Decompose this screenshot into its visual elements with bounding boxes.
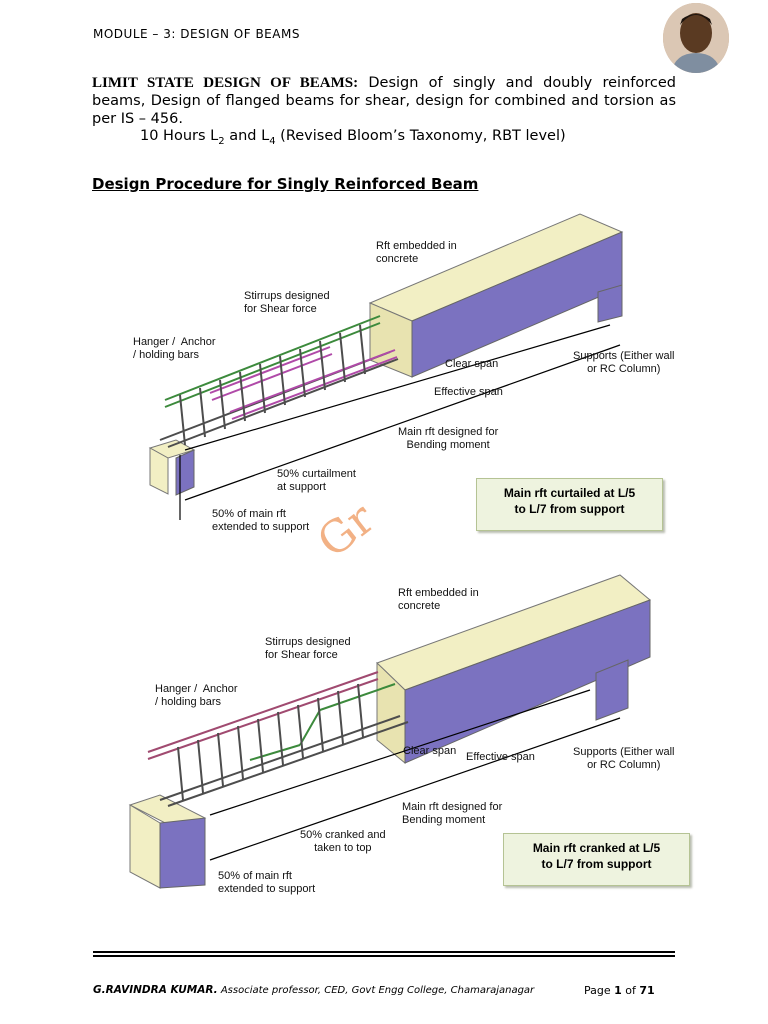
footer-rule-top (93, 951, 675, 953)
hours-mid: and L (224, 128, 270, 144)
section-heading: Design Procedure for Singly Reinforced B… (92, 175, 479, 193)
fig1-label-clear-span: Clear span (445, 358, 499, 370)
hours-prefix: 10 Hours L (140, 128, 219, 144)
intro-paragraph: LIMIT STATE DESIGN OF BEAMS: Design of s… (92, 74, 676, 128)
fig1-label-embedded: Rft embedded in concrete (376, 240, 457, 265)
intro-text: Design of singly and doubly reinforced b… (92, 75, 676, 127)
fig2-label-supports: Supports (Either wall or RC Column) (573, 746, 675, 771)
fig2-note-box: Main rft cranked at L/5 to L/7 from supp… (503, 833, 690, 886)
fig2-label-effective-span: Effective span (466, 751, 535, 763)
dimension-lines-2 (209, 689, 621, 861)
fig1-label-effective-span: Effective span (434, 386, 503, 398)
rbt-sub-1: 2 (218, 135, 225, 147)
page-total: 71 (639, 984, 655, 997)
fig2-label-extended: 50% of main rft extended to support (218, 870, 316, 895)
intro-title: LIMIT STATE DESIGN OF BEAMS: (92, 75, 359, 91)
module-title: MODULE – 3: DESIGN OF BEAMS (93, 27, 300, 41)
fig1-label-hanger: Hanger / Anchor / holding bars (133, 336, 216, 361)
footer-rule-bottom (93, 955, 675, 957)
fig2-label-main-rft: Main rft designed for Bending moment (402, 801, 503, 826)
support-2-left-side (159, 817, 206, 889)
fig1-label-main-rft: Main rft designed for Bending moment (398, 426, 499, 451)
rbt-sub-2: 4 (269, 135, 276, 147)
fig2-label-hanger: Hanger / Anchor / holding bars (155, 683, 238, 708)
support-1-right (597, 284, 623, 323)
fig2-label-clear-span: Clear span (403, 745, 457, 757)
support-1-left-front (149, 447, 169, 495)
page-prefix: Page (584, 984, 615, 997)
page-number: Page 1 of 71 (584, 984, 655, 997)
fig1-note-box: Main rft curtailed at L/5 to L/7 from su… (476, 478, 663, 531)
dimension-lines-1 (179, 324, 621, 520)
fig1-label-stirrups: Stirrups designed for Shear force (244, 290, 330, 315)
fig1-label-supports: Supports (Either wall or RC Column) (573, 350, 675, 375)
support-2-right (595, 659, 629, 721)
beam-2-side-face (404, 599, 651, 764)
reinforcement-cage-2 (147, 671, 409, 807)
hours-line: 10 Hours L2 and L4 (Revised Bloom’s Taxo… (140, 128, 566, 147)
page-current: 1 (614, 984, 622, 997)
footer-author: G.RAVINDRA KUMAR. Associate professor, C… (93, 984, 534, 996)
fig2-label-embedded: Rft embedded in concrete (398, 587, 479, 612)
footer-name: G.RAVINDRA KUMAR. (93, 984, 218, 996)
author-photo (663, 3, 729, 73)
page-of: of (621, 984, 640, 997)
fig2-label-cranked: 50% cranked and taken to top (300, 829, 386, 854)
hours-suffix: (Revised Bloom’s Taxonomy, RBT level) (275, 128, 566, 144)
fig1-label-curtailment: 50% curtailment at support (277, 468, 356, 493)
footer-affiliation: Associate professor, CED, Govt Engg Coll… (217, 985, 535, 996)
reinforcement-cage-1 (159, 315, 399, 448)
fig2-label-stirrups: Stirrups designed for Shear force (265, 636, 351, 661)
fig1-label-extended: 50% of main rft extended to support (212, 508, 310, 533)
